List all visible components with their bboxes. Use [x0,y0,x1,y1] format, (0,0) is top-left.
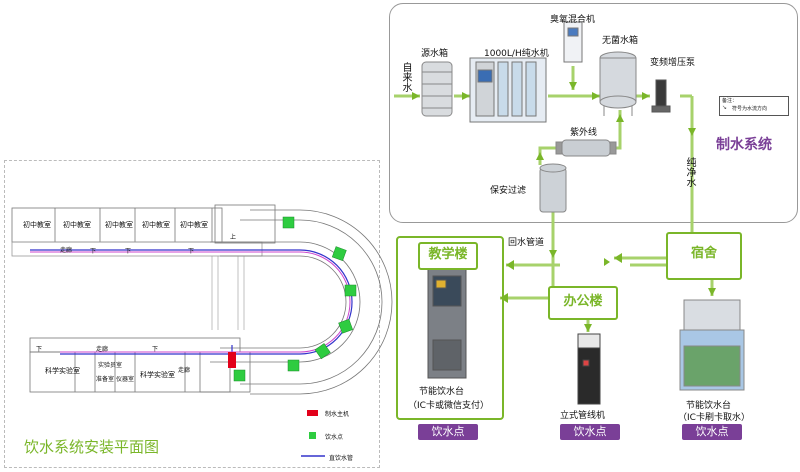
dispenser-table-graphic [679,299,745,391]
room-label: 实验员室 [98,362,123,369]
stair-down-mark: 下 [152,346,159,353]
host-marker [228,352,236,368]
upper-classroom-block [11,204,276,257]
ozone-mixer-label: 臭氧混合机 [550,15,596,25]
water-point-markers [233,216,357,382]
ro-machine-graphic [469,57,547,123]
flow-arrow-icon: ↘ [722,104,728,111]
dispenser-sub: （IC卡或微信支付） [408,401,489,411]
room-label: 初中教室 [63,221,91,229]
teaching-building-panel [396,236,504,420]
dispenser-tube-graphic [577,333,601,405]
legend-host-label: 制水主机 [325,411,350,418]
security-filter-label: 保安过滤 [490,186,527,196]
sterile-tank-label: 无菌水箱 [602,36,639,46]
office-building-label: 办公楼 [548,286,618,320]
legend-point-label: 饮水点 [325,434,344,441]
corridor-label: 走廊 [96,346,109,353]
sterile-tank-graphic [599,51,637,116]
stair-down-mark: 下 [188,248,195,255]
water-system-panel [389,3,798,223]
flow-note-text: 符号为水流方向 [732,106,768,112]
dispenser-caption: 节能饮水台 [686,401,732,411]
tap-water-label: 自来水 [400,62,411,92]
room-label: 准备室 [96,376,115,383]
room-label: 初中教室 [180,221,208,229]
corridor-label: 走廊 [178,367,191,374]
dorm-label: 宿舍 [666,232,742,280]
flow-note-title: 备注： [722,98,738,104]
water-point-badge: 饮水点 [418,424,478,440]
flow-note-box: 备注： ↘ 符号为水流方向 [719,96,789,116]
room-label: 初中教室 [105,221,133,229]
stair-down-mark: 下 [36,346,43,353]
security-filter-graphic [539,163,567,213]
room-label: 科学实验室 [140,371,175,379]
water-system-title: 制水系统 [716,137,772,153]
room-label: 初中教室 [23,221,51,229]
ro-machine-label: 1000L/H纯水机 [484,49,549,59]
water-point-badge: 饮水点 [560,424,620,440]
room-label: 初中教室 [142,221,170,229]
uv-lamp-graphic [555,139,617,157]
stair-down-mark: 下 [90,248,97,255]
dispenser-sub: （IC卡刷卡取水） [678,413,750,423]
pure-water-label: 纯净水 [684,157,695,187]
ozone-mixer-graphic [563,21,583,63]
legend-point-swatch [309,432,316,439]
dispenser-caption: 节能饮水台 [419,387,465,397]
room-label: 科学实验室 [45,367,80,375]
source-tank-label: 源水箱 [421,49,449,59]
legend-pipe-label: 直饮水管 [329,455,354,462]
stair-down-mark: 下 [125,248,132,255]
plan-title: 饮水系统安装平面图 [24,438,160,456]
teaching-building-label: 教学楼 [418,242,478,270]
dispenser-caption: 立式管线机 [560,411,606,421]
room-label: 仪器室 [116,376,135,383]
dispenser-cabinet-graphic [427,267,467,379]
legend-host-swatch [307,410,318,416]
water-point-badge: 饮水点 [682,424,742,440]
return-pipe-label: 回水管道 [508,238,545,248]
uv-lamp-label: 紫外线 [570,128,598,138]
source-tank-graphic [421,61,453,117]
floor-plan-panel [4,160,380,468]
corridor-label: 走廊 [60,247,73,254]
pump-graphic [651,79,671,113]
stair-up-mark: 上 [230,234,237,241]
vfd-pump-label: 变频增压泵 [650,58,696,68]
